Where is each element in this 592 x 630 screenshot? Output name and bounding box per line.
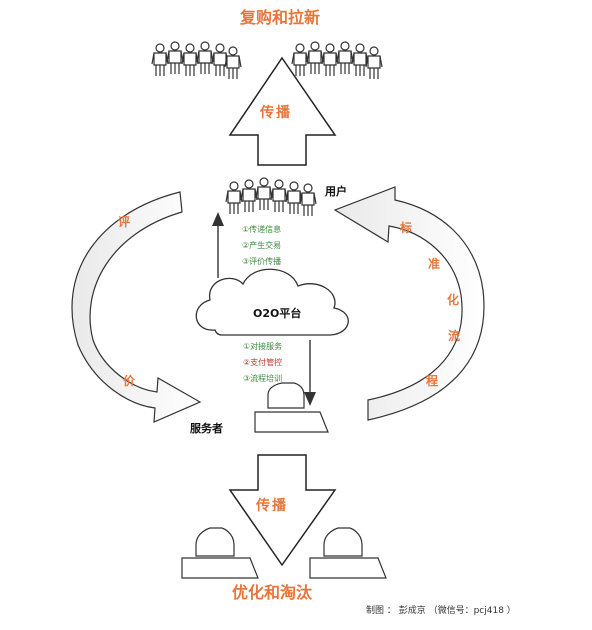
upward-item-2: ②产生交易 (242, 241, 282, 250)
left-curve-char-1: 评 (118, 215, 131, 229)
downward-item-1: ①对接服务 (243, 342, 283, 351)
top-right-crowd-icon (291, 41, 383, 80)
bottom-left-person-icon (181, 527, 259, 579)
downward-item-2: ②支付管控 (243, 358, 283, 367)
left-curve-char-2: 价 (123, 374, 136, 388)
right-curve-char-2: 准 (428, 257, 441, 271)
bottom-title: 优化和淘汰 (232, 583, 313, 602)
user-label: 用户 (325, 185, 347, 198)
right-curve-char-1: 标 (400, 221, 413, 235)
right-curved-arrow (333, 186, 485, 421)
right-curve-char-3: 化 (447, 293, 460, 307)
platform-cloud (195, 268, 349, 336)
right-curve-char-4: 流 (448, 329, 461, 343)
top-left-crowd-icon (151, 41, 242, 80)
platform-to-user-arrow (212, 212, 224, 278)
upward-item-1: ①传递信息 (242, 225, 282, 234)
platform-to-server-arrow (304, 340, 316, 406)
server-person-icon (254, 382, 329, 433)
user-crowd-icon (225, 177, 317, 217)
top-arrow-label: 传播 (260, 105, 292, 121)
right-curve-char-5: 程 (426, 374, 439, 388)
credit-text: 制图 ： 彭成京 （微信号：pcj418 ） (366, 606, 516, 616)
bottom-right-person-icon (309, 527, 387, 579)
left-curved-arrow (71, 191, 202, 423)
top-up-arrow (228, 56, 337, 166)
platform-label: O2O平台 (253, 307, 302, 320)
top-title: 复购和拉新 (240, 8, 321, 27)
downward-item-3: ③流程培训 (243, 374, 283, 383)
bottom-down-arrow (228, 454, 337, 567)
upward-item-3: ③评价传播 (242, 257, 282, 266)
bottom-arrow-label: 传播 (256, 498, 288, 514)
server-label: 服务者 (190, 422, 223, 435)
